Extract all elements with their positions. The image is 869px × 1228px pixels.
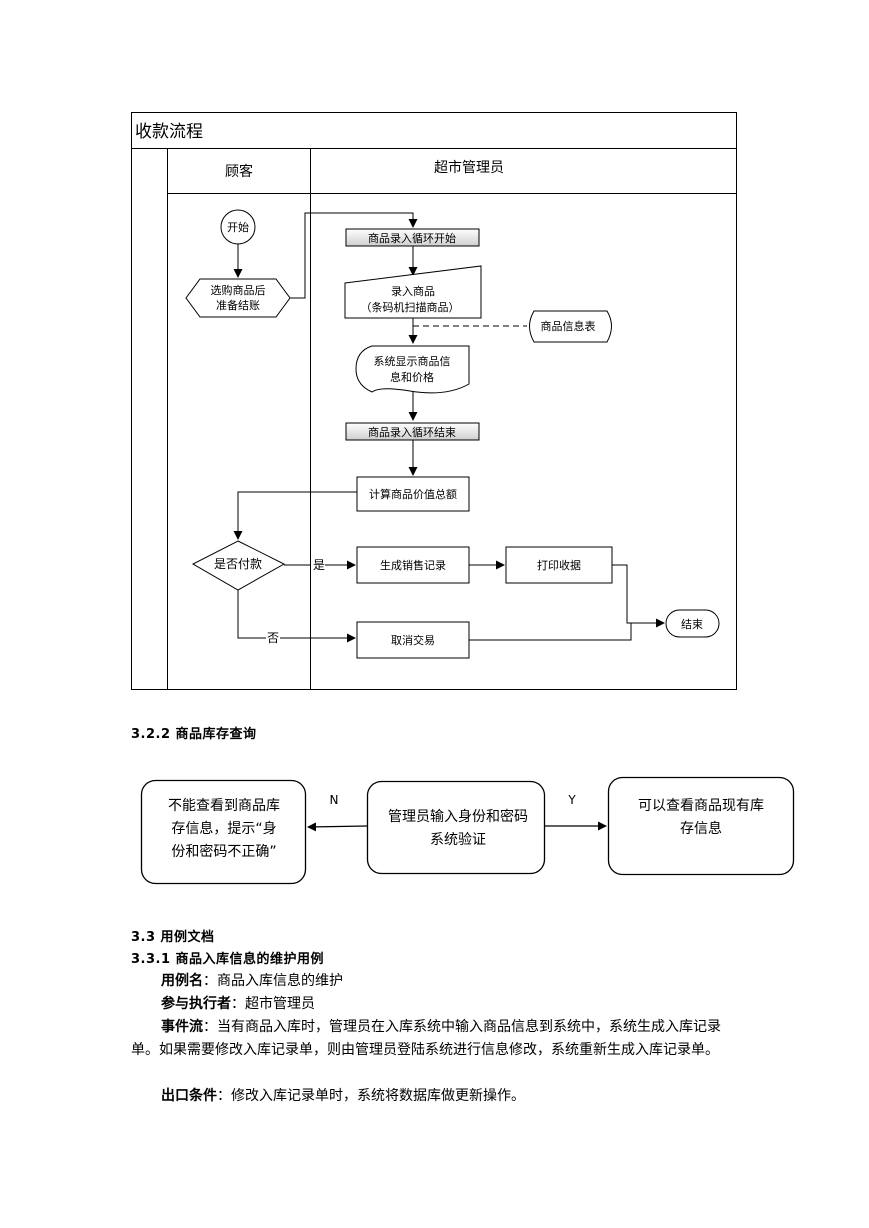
select-line2: 准备结账 [216, 298, 260, 312]
lane-customer-label: 顾客 [225, 163, 253, 180]
display-line2: 息和价格 [390, 370, 434, 384]
select-goods-node [185, 278, 291, 318]
section-heading-322: 3.2.2 商品库存查询 [131, 727, 257, 742]
y-label: Y [567, 793, 576, 807]
fail-line2: 存信息，提示“身 [171, 820, 276, 837]
usecase-name: 用例名：商品入库信息的维护 [131, 970, 743, 993]
section-heading-33: 3.3 用例文档 [131, 930, 215, 945]
input-line2: （条码机扫描商品） [361, 300, 460, 314]
loop-end-label: 商品录入循环结束 [368, 425, 456, 439]
connector [233, 491, 357, 540]
lane-manager-label: 超市管理员 [434, 159, 504, 176]
usecase-name-label: 用例名 [161, 973, 203, 989]
pay-decision-label: 是否付款 [214, 557, 262, 571]
fail-line3: 份和密码不正确” [171, 843, 276, 860]
checkout-flowchart: 收款流程 顾客 超市管理员 开始 选购商品后 准备结账 商品录入循环开始 录入商… [131, 112, 737, 690]
n-label: N [330, 793, 339, 807]
usecase-flow: 事件流：当有商品入库时，管理员在入库系统中输入商品信息到系统中，系统生成入库记录… [131, 1016, 743, 1062]
usecase-name-value: ：商品入库信息的维护 [203, 973, 343, 989]
ok-line1: 可以查看商品现有库 [638, 798, 764, 814]
connector [612, 564, 665, 628]
end-label: 结束 [681, 618, 703, 631]
select-line1: 选购商品后 [211, 283, 266, 297]
usecase-flow-value: ：当有商品入库时，管理员在入库系统中输入商品信息到系统中，系统生成入库记录单。如… [131, 1019, 721, 1058]
print-receipt-label: 打印收据 [537, 558, 581, 572]
yes-label: 是 [313, 558, 325, 572]
success-node [607, 776, 795, 876]
fail-node [140, 779, 307, 885]
connector-n [307, 822, 368, 832]
start-label: 开始 [227, 220, 249, 234]
section-heading-331: 3.3.1 商品入库信息的维护用例 [131, 952, 325, 967]
inventory-query-flowchart: 不能查看到商品库 存信息，提示“身 份和密码不正确” 管理员输入身份和密码 系统… [140, 776, 795, 885]
verify-node [366, 780, 546, 875]
calc-total-node [356, 476, 470, 512]
usecase-exit: 出口条件：修改入库记录单时，系统将数据库做更新操作。 [131, 1085, 743, 1108]
fail-line1: 不能查看到商品库 [168, 798, 280, 814]
product-table-label: 商品信息表 [541, 319, 596, 333]
no-label: 否 [267, 631, 279, 645]
usecase-actor-label: 参与执行者 [161, 996, 231, 1012]
cancel-node [356, 621, 470, 659]
input-line1: 录入商品 [391, 284, 435, 298]
connector [290, 212, 418, 299]
flow-title: 收款流程 [135, 122, 203, 142]
end-node [665, 609, 720, 638]
verify-line1: 管理员输入身份和密码 [388, 808, 528, 825]
usecase-flow-label: 事件流 [161, 1019, 203, 1035]
product-table-node [529, 310, 612, 343]
usecase-actor-value: ：超市管理员 [231, 996, 315, 1012]
display-info-node [355, 345, 470, 394]
usecase-exit-label: 出口条件 [161, 1088, 217, 1104]
gen-record-node [356, 546, 470, 584]
cancel-label: 取消交易 [391, 633, 435, 647]
ok-line2: 存信息 [680, 820, 722, 837]
input-goods-node [344, 265, 482, 319]
gen-record-label: 生成销售记录 [380, 558, 446, 572]
usecase-exit-value: ：修改入库记录单时，系统将数据库做更新操作。 [217, 1088, 525, 1104]
loop-start-label: 商品录入循环开始 [368, 231, 456, 245]
verify-line2: 系统验证 [430, 832, 486, 848]
calc-total-label: 计算商品价值总额 [369, 487, 457, 501]
usecase-actor: 参与执行者：超市管理员 [131, 993, 743, 1016]
connector [237, 590, 356, 643]
swimlane-frame [131, 112, 737, 690]
display-line1: 系统显示商品信 [374, 354, 451, 368]
connector [469, 623, 632, 641]
